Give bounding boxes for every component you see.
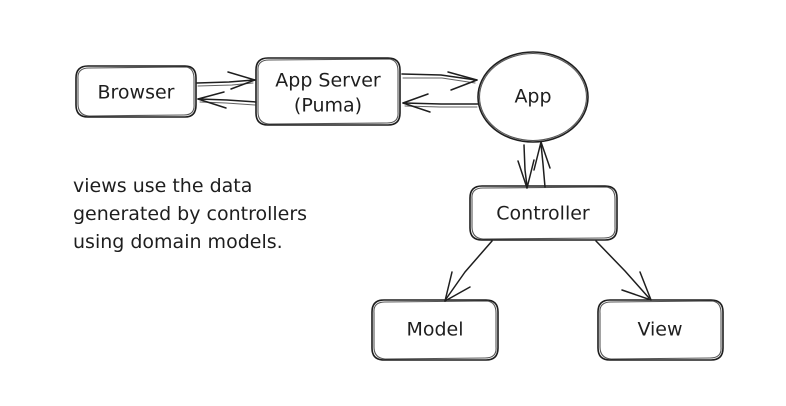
node-view-label: View [637,319,682,341]
edge-app-to-controller [517,144,535,189]
node-app[interactable]: App [477,51,589,143]
node-view[interactable]: View [597,299,724,361]
edge-app-to-app-server [402,93,479,113]
edge-controller-to-model [444,240,493,302]
node-browser[interactable]: Browser [75,65,197,118]
annotation-text-block: views use the data generated by controll… [73,175,307,253]
edge-browser-to-app-server [196,71,256,90]
node-app-server-label-line1: App Server [275,70,381,92]
node-model[interactable]: Model [371,299,499,361]
node-controller[interactable]: Controller [469,185,618,241]
annotation-line-1: views use the data [73,175,252,197]
annotation-line-3: using domain models. [73,231,283,253]
node-app-server[interactable]: App Server (Puma) [255,57,401,126]
edge-controller-to-app [533,141,551,188]
edge-controller-to-view [595,240,652,301]
node-model-label: Model [406,319,463,341]
node-controller-label: Controller [496,203,590,225]
node-app-server-label-line2: (Puma) [294,95,362,117]
node-app-label: App [514,86,551,108]
node-browser-label: Browser [98,82,175,104]
annotation-line-2: generated by controllers [73,203,307,225]
edge-app-server-to-browser [197,91,257,109]
edge-app-server-to-app [401,71,478,91]
